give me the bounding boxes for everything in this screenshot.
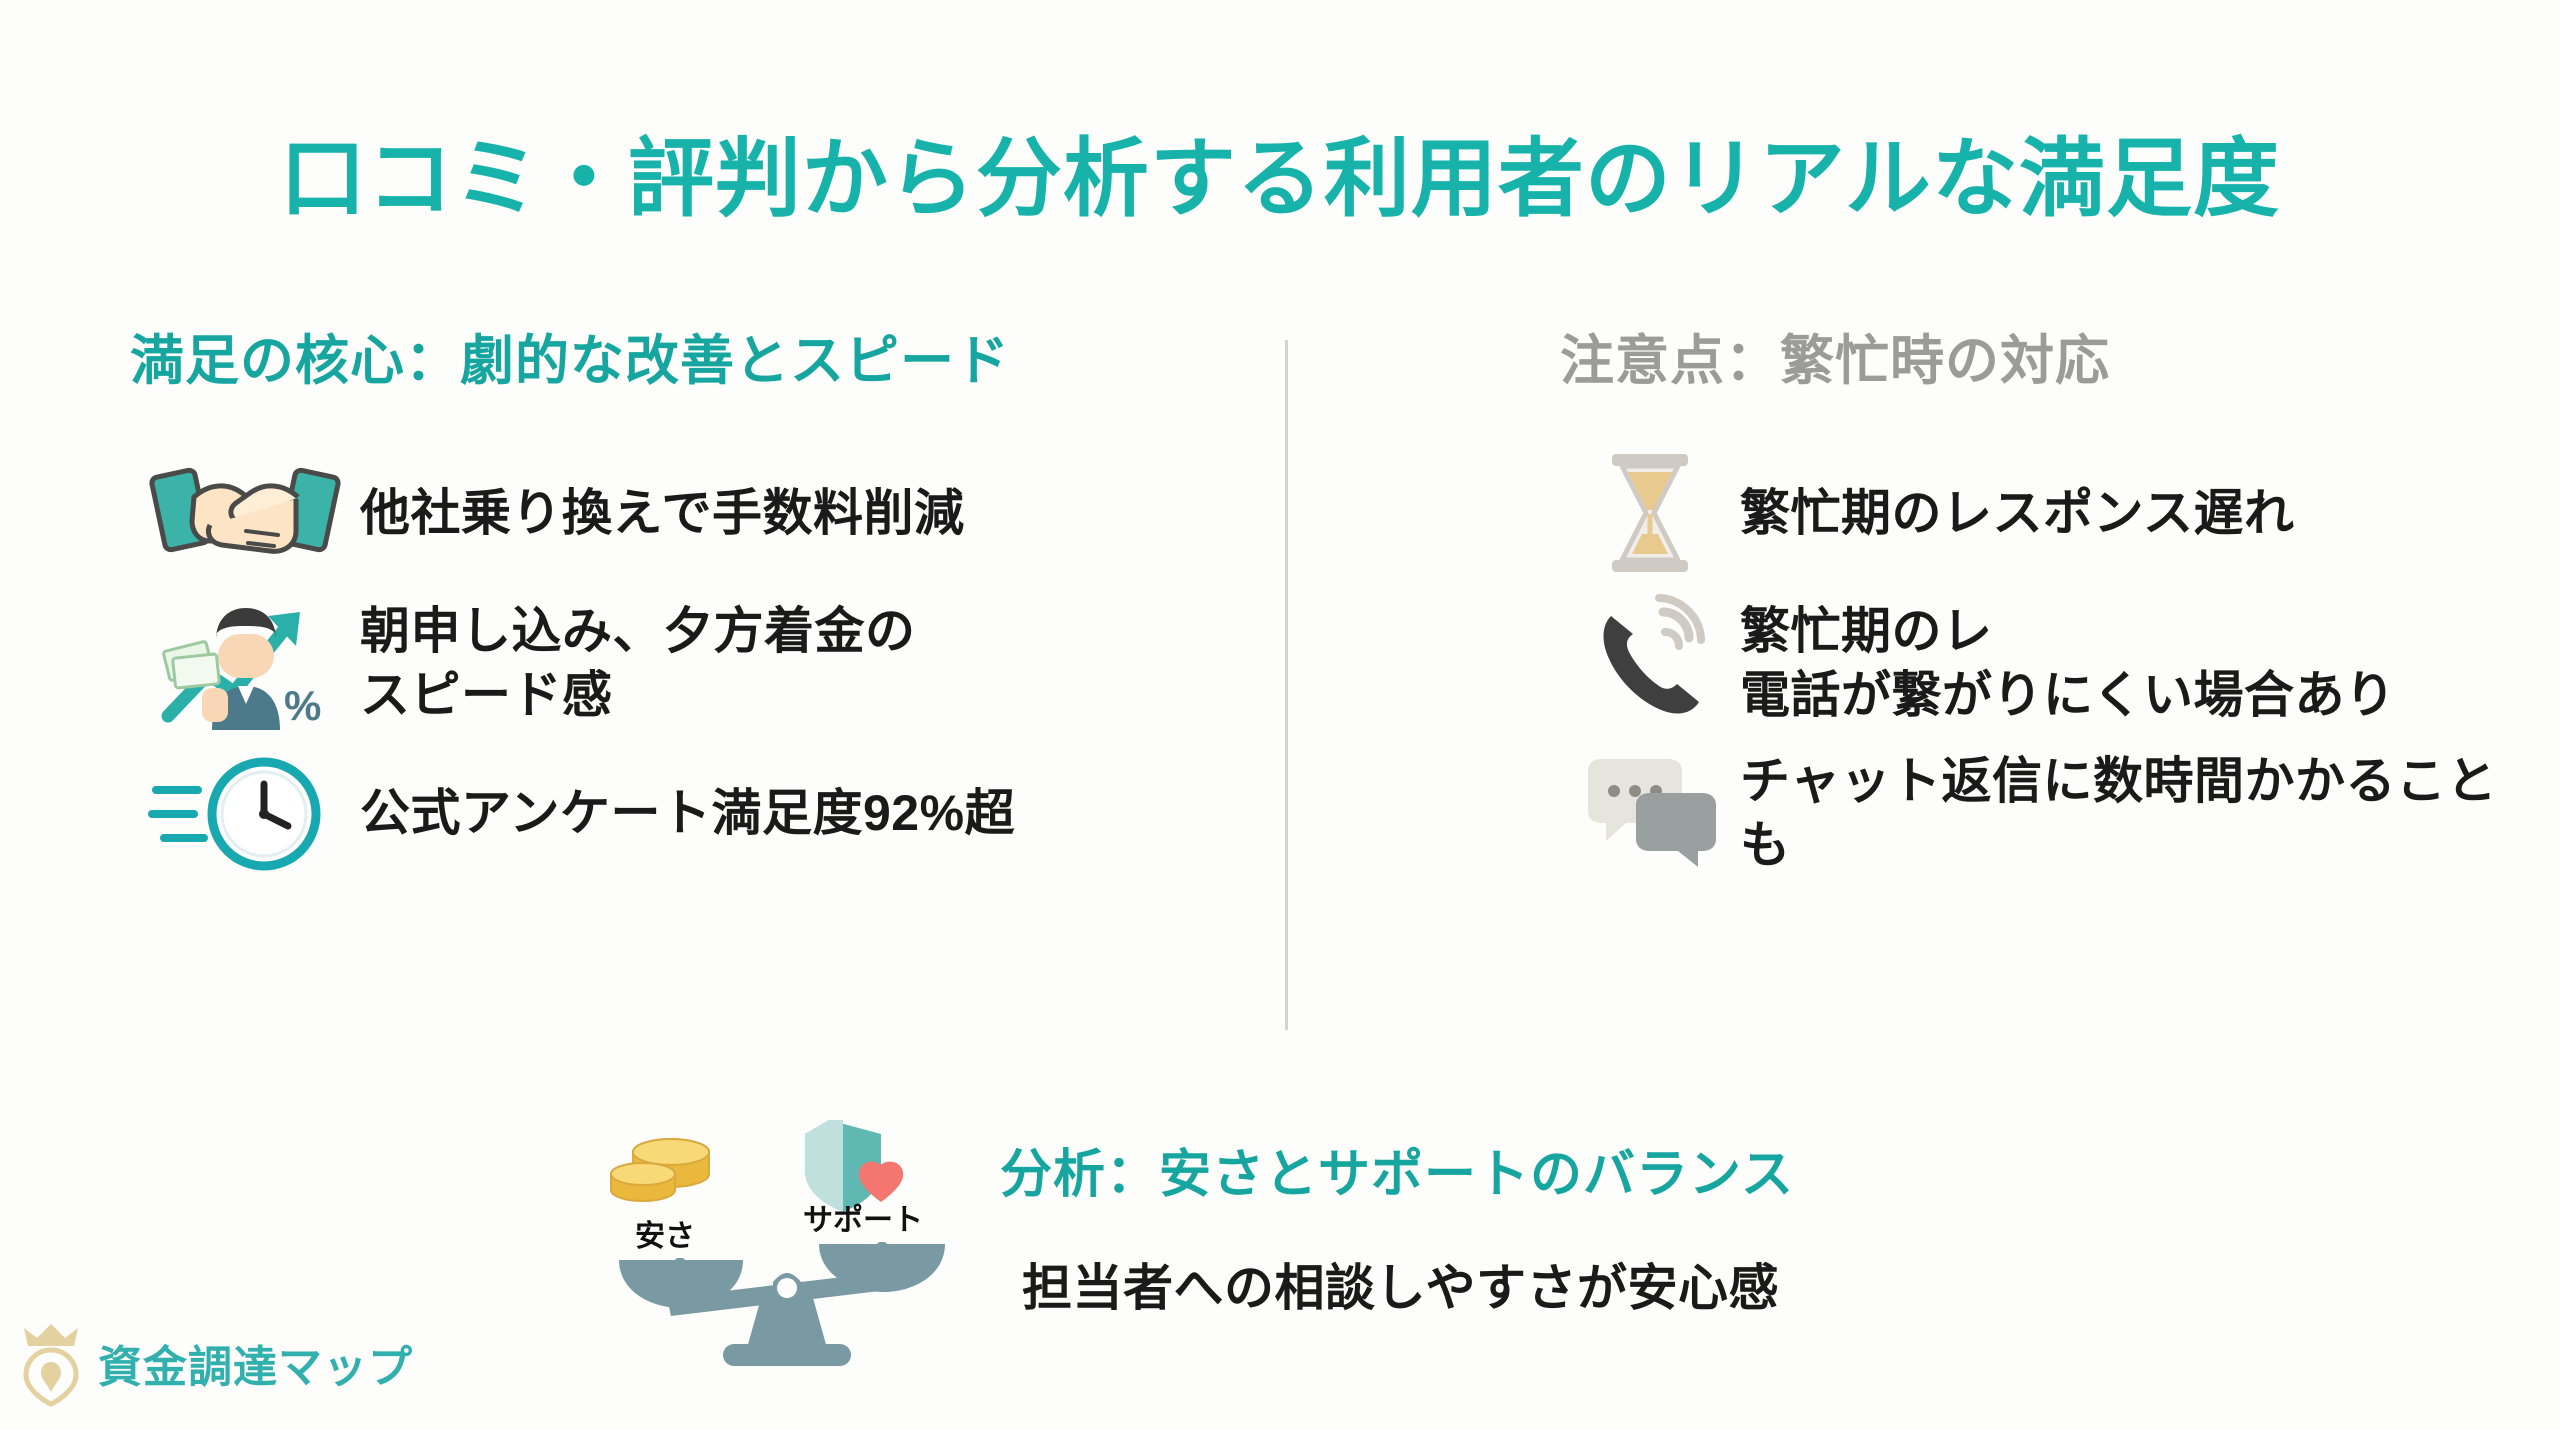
left-column-list: 他社乗り換えで手数料削減 % [130, 438, 1230, 888]
fast-clock-icon [130, 743, 360, 883]
svg-text:%: % [284, 682, 321, 729]
list-item: チャット返信に数時間かかることも [1560, 738, 2520, 888]
list-item-label: 公式アンケート満足度92%超 [360, 785, 1016, 842]
analysis-heading: 分析：安さとサポートのバランス [1000, 1146, 1794, 1204]
list-item: % 朝申し込み、夕方着金の スピード感 [130, 588, 1230, 738]
list-item: 公式アンケート満足度92%超 [130, 738, 1230, 888]
gold-coins-icon [610, 1138, 710, 1202]
ringing-phone-icon [1560, 593, 1740, 733]
right-column-heading: 注意点：繁忙時の対応 [1560, 331, 2110, 391]
handshake-icon [130, 443, 360, 583]
hourglass-icon [1560, 443, 1740, 583]
page-title: 口コミ・評判から分析する利用者のリアルな満足度 [279, 131, 2281, 227]
shield-heart-icon [805, 1120, 904, 1212]
scale-beam [619, 1242, 945, 1366]
businessman-money-growth-icon: % [130, 593, 360, 733]
brand-logo-text: 資金調達マップ [98, 1343, 413, 1392]
brand-logo[interactable]: 資金調達マップ [18, 1320, 413, 1407]
list-item-label: 他社乗り換えで手数料削減 [360, 485, 965, 542]
chat-bubbles-icon [1560, 743, 1740, 883]
crowned-map-pin-icon [18, 1320, 84, 1407]
analysis-subtext: 担当者への相談しやすさが安心感 [1022, 1260, 1779, 1316]
balance-scale-illustration: 安さ サポート [595, 1112, 995, 1372]
left-column-heading: 満足の核心：劇的な改善とスピード [130, 331, 1010, 391]
scale-left-label: 安さ [635, 1220, 695, 1253]
list-item-label: 繁忙期のレ 電話が繋がりにくい場合あり [1740, 603, 2396, 724]
right-column: 注意点：繁忙時の対応 繁忙期のレスポンス遅れ [1560, 330, 2520, 888]
list-item-label: 朝申し込み、夕方着金の スピード感 [360, 603, 916, 724]
list-item-label: 繁忙期のレスポンス遅れ [1740, 485, 2295, 542]
scale-right-label: サポート [803, 1204, 923, 1237]
list-item: 繁忙期のレスポンス遅れ [1560, 438, 2520, 588]
list-item-label: チャット返信に数時間かかることも [1740, 753, 2497, 874]
right-column-list: 繁忙期のレスポンス遅れ 繁忙期のレ 電話が繋がりにくい場合あり [1560, 438, 2520, 888]
left-column: 満足の核心：劇的な改善とスピード 他社乗り換えで手数料削減 [130, 330, 1230, 888]
column-divider [1285, 340, 1288, 1030]
list-item: 他社乗り換えで手数料削減 [130, 438, 1230, 588]
list-item: 繁忙期のレ 電話が繋がりにくい場合あり [1560, 588, 2520, 738]
